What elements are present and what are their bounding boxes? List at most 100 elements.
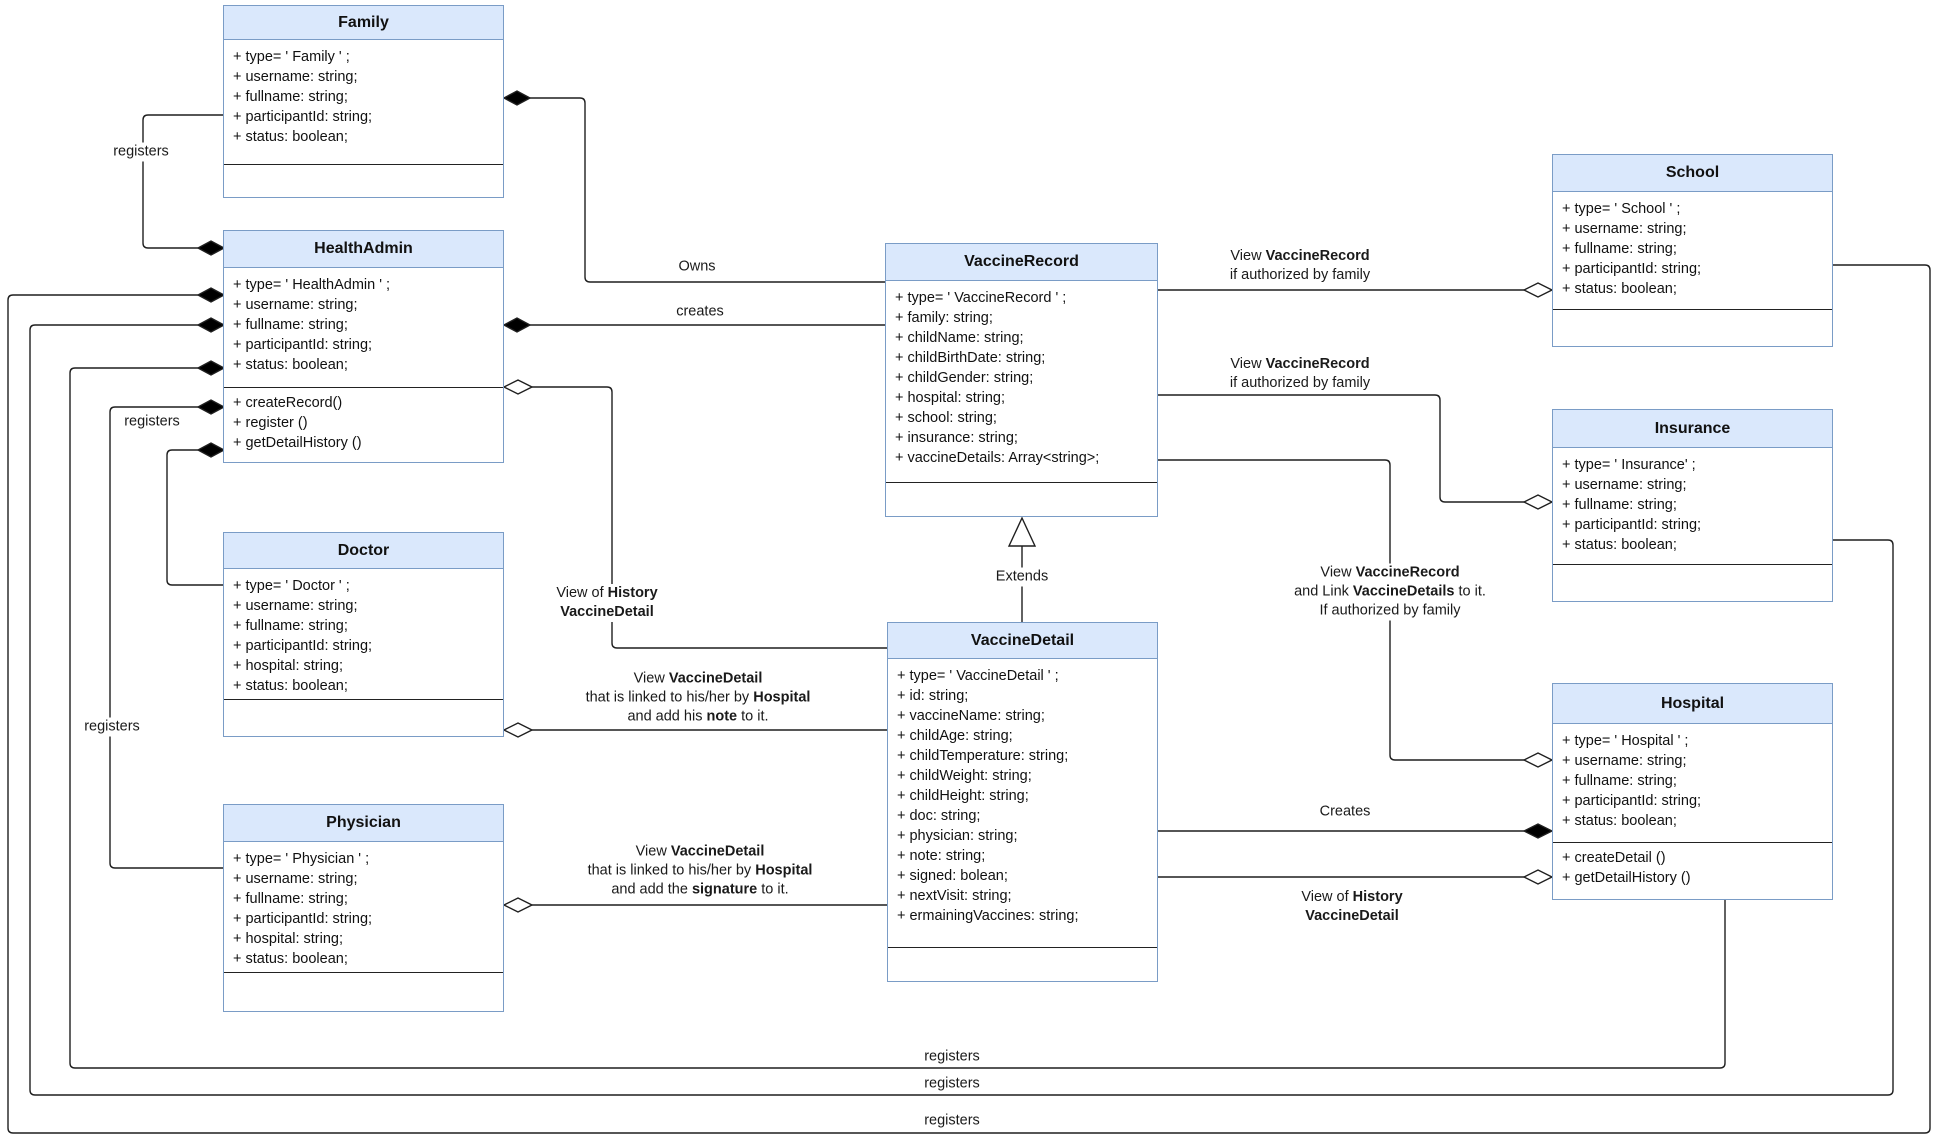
- label-text: registers: [124, 413, 180, 430]
- class-insurance: Insurance+ type= ' Insurance' ;+ usernam…: [1552, 409, 1833, 602]
- attribute-line: + childWeight: string;: [897, 768, 1032, 784]
- class-doctor: Doctor + type= ' Doctor ' ; + username: st…: [223, 532, 504, 737]
- label-text: VaccineDetail: [1305, 908, 1399, 924]
- composition-diamond: [196, 360, 226, 376]
- label-text: note: [706, 708, 738, 725]
- attribute-line: + hospital: string;: [895, 390, 1006, 406]
- attribute-line: + username: string;: [233, 871, 358, 887]
- edge-label-registers-doctor: registers: [120, 412, 184, 432]
- edge-registers-hospital: [69, 367, 1726, 1069]
- edge-registers-insurance: [29, 324, 1894, 1096]
- attribute-line: + type= ' Family ' ;: [233, 49, 350, 65]
- label-text: VaccineDetail: [668, 670, 763, 687]
- label-text: View of: [1301, 889, 1353, 905]
- composition-diamond: [196, 317, 226, 333]
- class-attributes: + type= ' School ' ;+ username: string;+…: [1553, 192, 1832, 309]
- attribute-line: + hospital: string;: [233, 931, 344, 947]
- attribute-line: + fullname: string;: [233, 891, 348, 907]
- attribute-line: + status: boolean;: [233, 678, 348, 694]
- aggregation-diamond: [502, 379, 534, 395]
- label-text: View: [633, 670, 669, 687]
- class-attributes: + type= ' Insurance' ; + username: string…: [1553, 448, 1832, 564]
- attribute-line: + childName: string;: [895, 330, 1024, 346]
- attribute-line: + participantId: string;: [1562, 261, 1702, 277]
- class-vaccinedetail: VaccineDetail+ type= ' VaccineDetail ' ;…: [887, 622, 1158, 982]
- label-text: VaccineRecord: [1265, 248, 1370, 264]
- class-title: Hospital: [1553, 684, 1832, 724]
- attribute-line: + username: string;: [233, 598, 358, 614]
- class-title: Doctor: [224, 533, 503, 569]
- attribute-line: + fullname: string;: [1562, 773, 1677, 789]
- composition-diamond: [196, 287, 226, 303]
- attribute-line: + type= ' VaccineRecord ' ;: [895, 290, 1067, 306]
- attribute-line: + type= ' Insurance' ;: [1562, 457, 1696, 473]
- attribute-line: + type= ' Hospital ' ;: [1562, 733, 1689, 749]
- inheritance-arrow: [1007, 516, 1037, 547]
- class-methods: [1553, 564, 1832, 601]
- edge-view-history-admin: [532, 386, 887, 649]
- attribute-line: + type= ' School ' ;: [1562, 201, 1681, 217]
- class-attributes: + type= ' HealthAdmin ' ;+ username: str…: [224, 268, 503, 387]
- label-text: VaccineRecord: [1355, 564, 1460, 581]
- class-methods: + createRecord()+ register ()+ getDetail…: [224, 387, 503, 462]
- attribute-line: + type= ' VaccineDetail ' ;: [897, 668, 1059, 684]
- method-line: + register (): [233, 415, 308, 431]
- edge-registers-family: [142, 114, 223, 249]
- edge-label-hospital-creates: Creates: [1315, 802, 1375, 822]
- label-text: Creates: [1319, 803, 1371, 820]
- label-text: and add the: [611, 881, 692, 898]
- composition-diamond: [196, 399, 226, 415]
- label-text: View of: [556, 585, 608, 601]
- attribute-line: + status: boolean;: [1562, 281, 1677, 297]
- attribute-line: + family: string;: [895, 310, 993, 326]
- label-text: that is linked to his/her by: [585, 689, 754, 706]
- label-text: registers: [84, 718, 140, 735]
- attribute-line: + signed: bolean;: [897, 868, 1008, 884]
- class-title: School: [1553, 155, 1832, 192]
- class-methods: [888, 947, 1157, 981]
- attribute-line: + vaccineName: string;: [897, 708, 1045, 724]
- attribute-line: + type= ' Doctor ' ;: [233, 578, 350, 594]
- label-text: if authorized by family: [1229, 267, 1371, 283]
- attribute-line: + fullname: string;: [233, 618, 348, 634]
- attribute-line: + school: string;: [895, 410, 997, 426]
- attribute-line: + participantId: string;: [1562, 517, 1702, 533]
- edge-label-extends: Extends: [991, 567, 1053, 587]
- method-line: + createRecord(): [233, 395, 343, 411]
- class-methods: [224, 972, 503, 1011]
- attribute-line: + hospital: string;: [233, 658, 344, 674]
- label-text: to it.: [1454, 583, 1486, 600]
- label-text: History: [1352, 889, 1403, 905]
- label-text: View: [635, 843, 671, 860]
- label-text: History: [607, 585, 658, 601]
- class-attributes: + type= ' Family ' ;+ username: string;+…: [224, 40, 503, 164]
- class-school: School+ type= ' School ' ;+ username: st…: [1552, 154, 1833, 347]
- edge-label-creates: creates: [672, 302, 728, 322]
- edge-owns: [530, 97, 885, 283]
- label-text: Hospital: [755, 862, 813, 879]
- label-text: and add his: [627, 708, 707, 725]
- attribute-line: + participantId: string;: [233, 911, 373, 927]
- attribute-line: + status: boolean;: [1562, 813, 1677, 829]
- label-text: creates: [676, 303, 724, 320]
- attribute-line: + note: string;: [897, 848, 986, 864]
- attribute-line: + username: string;: [1562, 477, 1687, 493]
- attribute-line: + participantId: string;: [233, 109, 373, 125]
- label-text: registers: [924, 1048, 980, 1065]
- label-text: Owns: [678, 258, 716, 275]
- class-title: HealthAdmin: [224, 231, 503, 268]
- attribute-line: + nextVisit: string;: [897, 888, 1012, 904]
- edge-label-registers-physician: registers: [80, 717, 144, 737]
- label-text: Hospital: [753, 689, 811, 706]
- attribute-line: + childHeight: string;: [897, 788, 1029, 804]
- attribute-line: + childBirthDate: string;: [895, 350, 1046, 366]
- attribute-line: + fullname: string;: [1562, 241, 1677, 257]
- class-attributes: + type= ' Physician ' ;+ username: strin…: [224, 842, 503, 972]
- label-text: to it.: [757, 881, 789, 898]
- attribute-line: + status: boolean;: [1562, 537, 1677, 553]
- attribute-line: + status: boolean;: [233, 129, 348, 145]
- composition-diamond: [196, 442, 226, 458]
- attribute-line: + physician: string;: [897, 828, 1018, 844]
